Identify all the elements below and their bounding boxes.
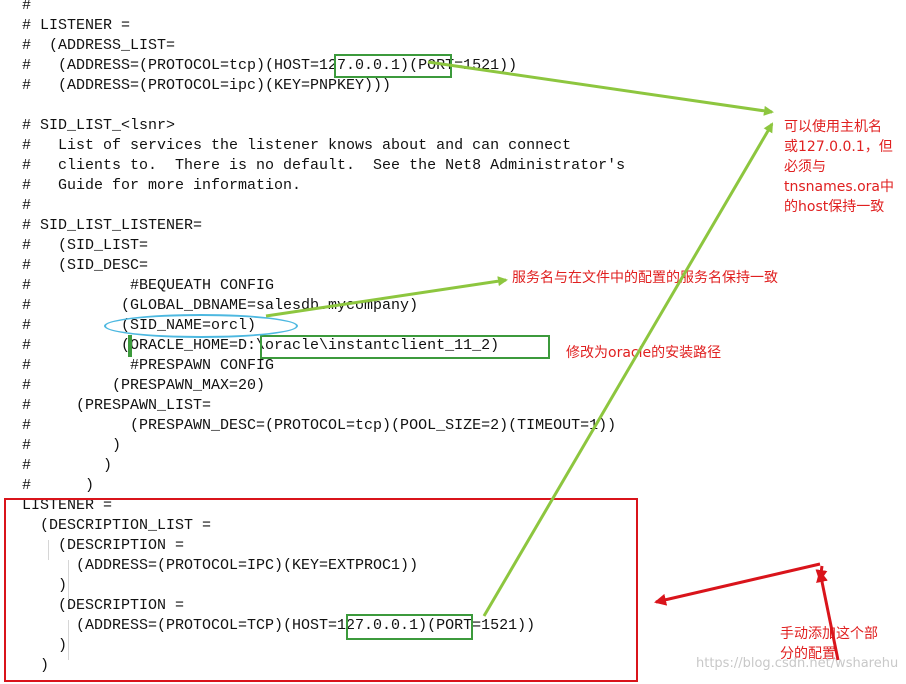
host-highlight-box-top	[334, 54, 452, 78]
code-line: )	[22, 577, 68, 594]
code-line: # Guide for more information.	[22, 177, 302, 194]
code-line: # (SID_DESC=	[22, 257, 149, 274]
code-line: # (PRESPAWN_LIST=	[22, 397, 212, 414]
code-line: (DESCRIPTION =	[22, 537, 185, 554]
manual-config-box	[4, 498, 638, 682]
code-line: # List of services the listener knows ab…	[22, 137, 572, 154]
code-line: # (PRESPAWN_MAX=20)	[22, 377, 266, 394]
service-name-note: 服务名与在文件中的配置的服务名保持一致	[512, 270, 778, 286]
code-line: # SID_LIST_LISTENER=	[22, 217, 203, 234]
code-line: LISTENER =	[22, 497, 113, 514]
oracle-home-marker	[128, 335, 132, 357]
red-arrow-to-box	[654, 562, 821, 606]
code-line: # #BEQUEATH CONFIG	[22, 277, 275, 294]
code-line: # clients to. There is no default. See t…	[22, 157, 626, 174]
code-line: # (ADDRESS=(PROTOCOL=ipc)(KEY=PNPKEY)))	[22, 77, 392, 94]
host-note: 可以使用主机名 或127.0.0.1，但 必须与 tnsnames.ora中 的…	[784, 119, 895, 215]
sid-name-highlight-ellipse	[104, 314, 298, 338]
code-line: # )	[22, 457, 113, 474]
code-line: # (ORACLE_HOME=D:\oracle\instantclient_1…	[22, 337, 500, 354]
code-line: # (PRESPAWN_DESC=(PROTOCOL=tcp)(POOL_SIZ…	[22, 417, 617, 434]
oracle-path-note: 修改为oracle的安装路径	[566, 345, 722, 361]
code-line: #	[22, 197, 32, 214]
code-line: # (GLOBAL_DBNAME=salesdb.mycompany)	[22, 297, 419, 314]
red-arrow-to-mark	[815, 565, 828, 582]
code-line: # )	[22, 437, 122, 454]
code-line: (ADDRESS=(PROTOCOL=TCP)(HOST=127.0.0.1)(…	[22, 617, 536, 634]
code-line: )	[22, 657, 50, 674]
indent-guide	[68, 560, 69, 600]
code-line: # (SID_LIST=	[22, 237, 149, 254]
code-line: # LISTENER =	[22, 17, 131, 34]
code-line: # (ADDRESS_LIST=	[22, 37, 176, 54]
code-line: #	[22, 0, 32, 14]
indent-guide	[68, 620, 69, 660]
code-line: (DESCRIPTION =	[22, 597, 185, 614]
code-line: # (ADDRESS=(PROTOCOL=tcp)(HOST=127.0.0.1…	[22, 57, 518, 74]
code-line: (DESCRIPTION_LIST =	[22, 517, 212, 534]
watermark: https://blog.csdn.net/wsharehu	[696, 656, 899, 671]
code-line: # SID_LIST_<lsnr>	[22, 117, 176, 134]
host-highlight-box-bottom	[346, 614, 473, 640]
code-line: )	[22, 637, 68, 654]
code-line: # #PRESPAWN CONFIG	[22, 357, 275, 374]
oracle-home-highlight-box	[260, 335, 550, 359]
code-line: # )	[22, 477, 95, 494]
code-line: (ADDRESS=(PROTOCOL=IPC)(KEY=EXTPROC1))	[22, 557, 419, 574]
indent-guide	[48, 540, 49, 560]
